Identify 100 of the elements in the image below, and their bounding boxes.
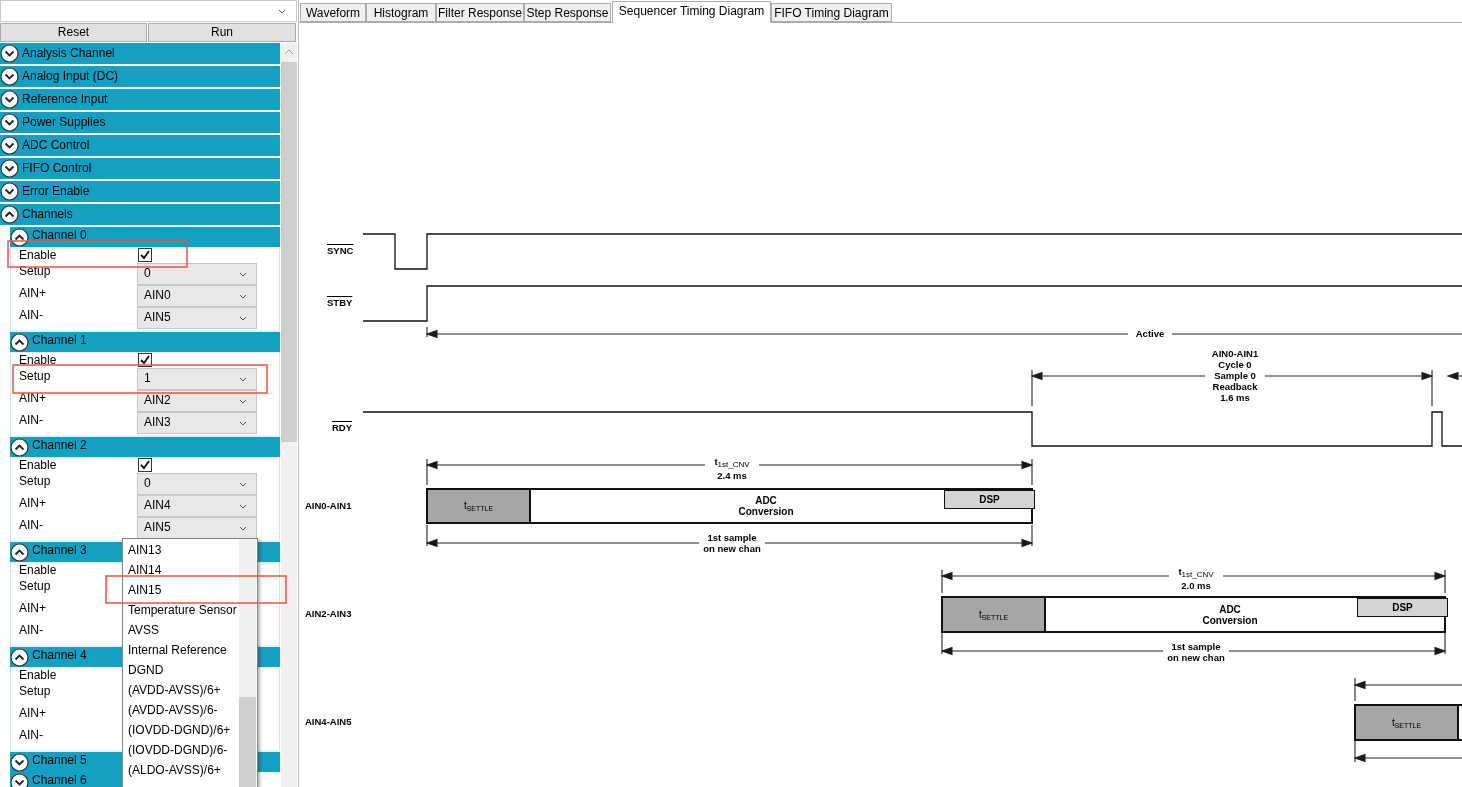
signal-label: AIN4-AIN5	[305, 715, 352, 729]
signal-label: STBY	[327, 296, 353, 310]
field-label: Enable	[19, 563, 57, 577]
field-label: Setup	[19, 684, 51, 698]
bar-label: ADC Conversion	[1201, 603, 1259, 626]
dropdown: 0	[137, 473, 257, 495]
field-label: AIN-	[19, 623, 43, 637]
section-header	[0, 112, 280, 133]
field-label: AIN+	[19, 706, 46, 720]
header-title: Channels	[22, 207, 73, 221]
field-label: AIN+	[19, 601, 46, 615]
dimension-label: t$_{1st_CNV}$ 2.4 ms	[705, 456, 759, 481]
signal-label: RDY	[332, 421, 353, 435]
signal-label: SYNC	[327, 244, 354, 258]
dropdown: AIN0	[137, 285, 257, 307]
header-title: Error Enable	[22, 184, 90, 198]
dimension-label: t$_{1st_CNV}$ 2.0 ms	[1169, 566, 1223, 591]
field-label: Enable	[19, 458, 57, 472]
list-option: (AVDD-AVSS)/6-	[123, 700, 218, 720]
list-option: AIN13	[123, 540, 162, 560]
header-title: Power Supplies	[22, 115, 106, 129]
header-title: Reference Input	[22, 92, 108, 106]
tab: Waveform	[300, 3, 366, 22]
signal-label: AIN2-AIN3	[305, 607, 352, 621]
list-option: AIN14	[123, 560, 162, 580]
section-header	[0, 204, 280, 225]
channel-header	[10, 772, 122, 787]
header-title: Channel 3	[32, 543, 87, 557]
tab: FIFO Timing Diagram	[771, 3, 892, 22]
header-title: Channel 2	[32, 438, 87, 452]
conversion-bar	[529, 488, 1033, 524]
list-option: (IOVDD-DGND)/6+	[123, 720, 231, 740]
field-label: AIN+	[19, 391, 46, 405]
settle-time-bar	[941, 596, 1046, 633]
dropdown: AIN2	[137, 390, 257, 412]
list-option: Temperature Sensor	[123, 600, 237, 620]
device-dropdown	[0, 0, 297, 22]
section-header	[0, 181, 280, 202]
header-title: Channel 5	[32, 753, 87, 767]
time-label: t$_{SETTLE}$	[978, 608, 1009, 621]
channel-header	[10, 332, 280, 352]
tab: Step Response	[524, 3, 611, 22]
bar-label: DSP	[978, 494, 1001, 505]
channel-header	[10, 542, 122, 562]
field-label: Enable	[19, 353, 57, 367]
channel-header	[10, 752, 122, 772]
channel-header	[10, 437, 280, 457]
dropdown: AIN5	[137, 307, 257, 329]
time-label: t$_{SETTLE}$	[1391, 716, 1422, 729]
header-title: Analysis Channel	[22, 46, 115, 60]
field-label: Setup	[19, 579, 51, 593]
section-header	[0, 43, 280, 64]
bar-label: DSP	[1391, 602, 1414, 613]
dsp-bar	[1357, 598, 1448, 617]
time-label: t$_{SETTLE}$	[463, 500, 494, 512]
settle-time-bar	[1354, 704, 1459, 741]
bar-label: ADC Conversion	[737, 495, 795, 517]
field-label: AIN-	[19, 518, 43, 532]
header-title: ADC Control	[22, 138, 90, 152]
dimension-label: AIN0-AIN1 Cycle 0 Sample 0 Readback 1.6 ms	[1205, 348, 1265, 403]
dropdown: AIN5	[137, 517, 257, 539]
field-label: AIN+	[19, 286, 46, 300]
signal-label: AIN0-AIN1	[305, 499, 352, 513]
field-label: AIN-	[19, 413, 43, 427]
tab: Filter Response	[436, 3, 524, 22]
dropdown: 1	[137, 368, 257, 390]
list-option: DGND	[123, 660, 164, 680]
list-option: (IOVDD-DGND)/6-	[123, 740, 228, 760]
field-label: Enable	[19, 248, 57, 262]
section-header	[0, 66, 280, 87]
dimension-label: Active	[1128, 328, 1172, 339]
section-header	[0, 135, 280, 156]
dimension-label: 1st sample on new chan	[1163, 641, 1229, 663]
header-title: Channel 0	[32, 228, 87, 242]
button: Run	[148, 23, 296, 42]
field-label: Setup	[19, 264, 51, 278]
list-option: Internal Reference	[123, 640, 227, 660]
dropdown: AIN4	[137, 495, 257, 517]
list-option: AIN15	[123, 580, 162, 600]
list-option: (ALDO-AVSS)/6+	[123, 760, 221, 780]
dsp-bar	[944, 490, 1035, 509]
tab: Sequencer Timing Diagram	[612, 1, 771, 23]
header-title: Channel 1	[32, 333, 87, 347]
field-label: AIN-	[19, 308, 43, 322]
list-option: AVSS	[123, 620, 160, 640]
field-label: Enable	[19, 668, 57, 682]
dropdown: 0	[137, 263, 257, 285]
dropdown-list	[122, 538, 258, 787]
header-title: Channel 6	[32, 773, 87, 787]
button: Reset	[0, 23, 147, 42]
channel-header	[10, 647, 122, 667]
list-option: (AVDD-AVSS)/6+	[123, 680, 221, 700]
settle-time-bar	[426, 488, 531, 524]
header-title: Analog Input (DC)	[22, 69, 119, 83]
header-title: Channel 4	[32, 648, 87, 662]
header-title: FIFO Control	[22, 161, 92, 175]
section-header	[0, 89, 280, 110]
tab: Histogram	[366, 3, 436, 22]
field-label: Setup	[19, 474, 51, 488]
channel-header	[10, 227, 280, 247]
